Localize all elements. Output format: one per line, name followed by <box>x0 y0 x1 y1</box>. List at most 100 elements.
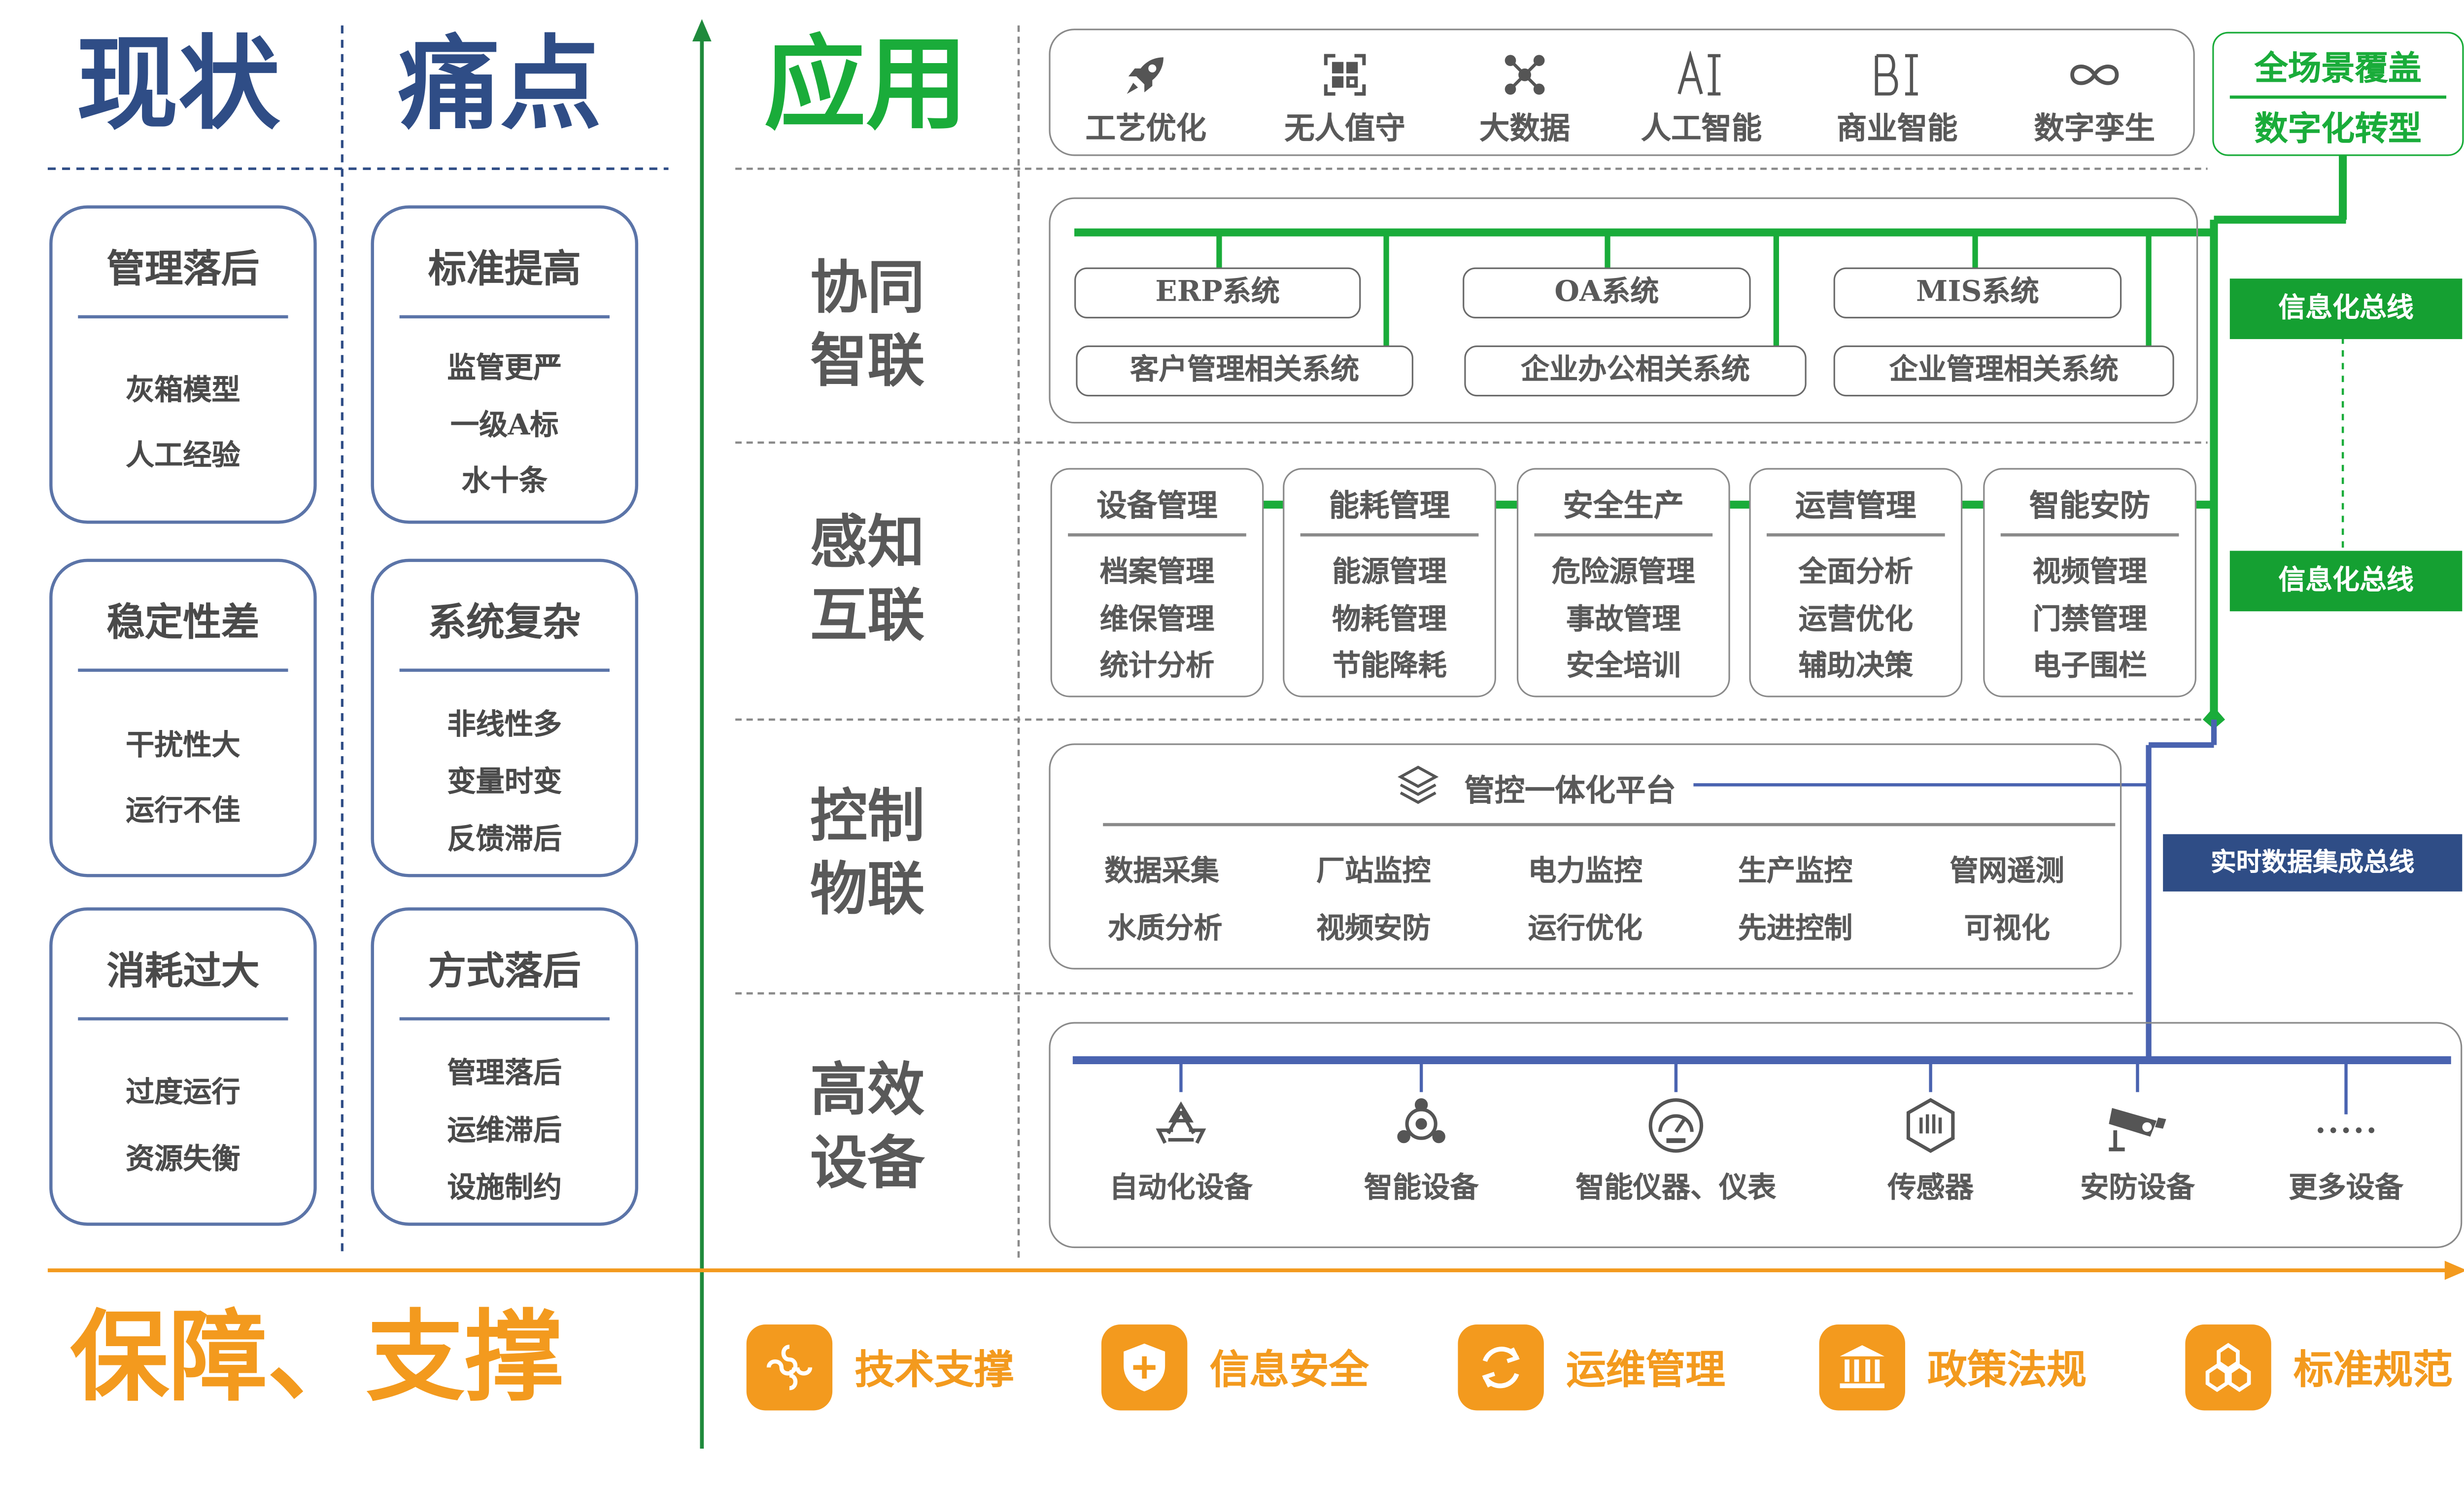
coverage-line-1: 全场景覆盖 <box>2254 47 2422 88</box>
gauge-icon <box>1565 1095 1787 1165</box>
app-item: 工艺优化 <box>1059 44 1233 148</box>
perception-item: 全面分析 <box>1798 556 1914 589</box>
perception-item: 档案管理 <box>1099 556 1215 589</box>
government-icon <box>1819 1324 1905 1411</box>
support-label: 信息安全 <box>1209 1347 1369 1393</box>
horizontal-axis-arrowhead <box>2444 1260 2464 1280</box>
tech-icon <box>746 1324 833 1411</box>
device-label: 自动化设备 <box>1109 1172 1253 1205</box>
support-item: 运维管理 <box>1458 1323 1725 1412</box>
coverage-line-2: 数字化转型 <box>2254 108 2422 148</box>
layer-label-perception: 感知 互联 <box>810 509 925 650</box>
perception-card-title: 运营管理 <box>1795 488 1916 524</box>
perception-item: 节能降耗 <box>1332 649 1447 683</box>
perception-item: 能源管理 <box>1332 556 1447 589</box>
device-item: 更多设备 <box>2266 1095 2426 1207</box>
status-card: 稳定性差 干扰性大 运行不佳 <box>49 558 317 877</box>
app-label: 大数据 <box>1479 111 1571 147</box>
card-item: 管理落后 <box>447 1057 562 1091</box>
title-pain-points: 痛点 <box>398 25 602 145</box>
perception-card-title: 能耗管理 <box>1329 488 1450 524</box>
system-box: 企业办公相关系统 <box>1464 345 1807 397</box>
card-item: 一级A标 <box>450 409 559 443</box>
card-item: 变量时变 <box>447 765 562 799</box>
app-label: 工艺优化 <box>1085 111 1207 147</box>
app-label: 人工智能 <box>1641 111 1762 147</box>
app-item: 数字孪生 <box>2007 44 2182 148</box>
perception-card: 安全生产 危险源管理 事故管理 安全培训 <box>1516 468 1730 697</box>
device-item: 智能设备 <box>1334 1095 1508 1207</box>
sensor-icon <box>1859 1095 2002 1165</box>
bus-junction <box>2202 706 2225 729</box>
support-item: 标准规范 <box>2185 1323 2453 1412</box>
device-item: 自动化设备 <box>1086 1095 1277 1207</box>
support-label: 技术支撑 <box>855 1347 1014 1393</box>
card-item: 干扰性大 <box>126 729 240 763</box>
device-item: 智能仪器、仪表 <box>1565 1095 1787 1207</box>
card-item: 设施制约 <box>447 1172 562 1205</box>
card-title: 消耗过大 <box>106 947 260 994</box>
support-label: 政策法规 <box>1927 1347 2087 1393</box>
coverage-box: 全场景覆盖 数字化转型 <box>2212 32 2464 156</box>
perception-card: 运营管理 全面分析 运营优化 辅助决策 <box>1749 468 1963 697</box>
device-label: 安防设备 <box>2080 1172 2195 1205</box>
app-item: 人工智能 <box>1614 44 1789 148</box>
shield-icon <box>1101 1324 1188 1411</box>
card-item: 人工经验 <box>126 439 240 473</box>
platform-item: 运行优化 <box>1528 912 1643 946</box>
card-title: 管理落后 <box>106 245 260 292</box>
network-icon <box>1437 44 1612 105</box>
qr-scan-icon <box>1257 44 1432 105</box>
perception-item: 门禁管理 <box>2032 603 2147 637</box>
system-box: MIS系统 <box>1833 267 2122 318</box>
platform-item: 数据采集 <box>1104 855 1219 889</box>
card-divider <box>399 1017 610 1021</box>
system-box: OA系统 <box>1463 267 1751 318</box>
platform-item: 生产监控 <box>1738 855 1853 889</box>
status-card: 消耗过大 过度运行 资源失衡 <box>49 907 317 1226</box>
support-item: 政策法规 <box>1819 1323 2087 1412</box>
card-divider <box>78 315 288 318</box>
app-item: 大数据 <box>1437 44 1612 148</box>
perception-item: 辅助决策 <box>1798 649 1914 683</box>
card-divider <box>399 668 610 672</box>
pain-card: 方式落后 管理落后 运维滞后 设施制约 <box>371 907 639 1226</box>
perception-card-divider <box>1300 533 1479 536</box>
perception-card-title: 智能安防 <box>2029 488 2151 524</box>
vertical-axis-arrowhead <box>692 19 712 41</box>
layer-label-control: 控制 物联 <box>810 783 925 924</box>
card-item: 水十条 <box>461 465 548 498</box>
card-title: 稳定性差 <box>106 598 260 645</box>
system-box: ERP系统 <box>1074 267 1361 318</box>
more-icon <box>2266 1095 2426 1165</box>
app-label: 数字孪生 <box>2034 111 2156 147</box>
card-item: 非线性多 <box>447 708 562 742</box>
info-bus-badge: 信息化总线 <box>2229 278 2463 339</box>
perception-item: 维保管理 <box>1099 603 1215 637</box>
card-divider <box>78 668 288 672</box>
card-item: 运行不佳 <box>126 794 240 828</box>
platform-item: 视频安防 <box>1316 912 1431 946</box>
app-item: 无人值守 <box>1257 44 1432 148</box>
perception-item: 电子围栏 <box>2032 649 2147 683</box>
platform-item: 可视化 <box>1964 912 2050 946</box>
perception-item: 统计分析 <box>1099 649 1215 683</box>
perception-card-divider <box>1766 533 1945 536</box>
device-label: 智能仪器、仪表 <box>1575 1172 1777 1205</box>
device-label: 传感器 <box>1887 1172 1974 1205</box>
platform-item: 管网遥测 <box>1950 855 2064 889</box>
ai-icon <box>1614 44 1789 105</box>
control-panel <box>1049 743 2122 970</box>
platform-item: 电力监控 <box>1528 855 1643 889</box>
app-label: 商业智能 <box>1837 111 1958 147</box>
perception-item: 物耗管理 <box>1332 603 1447 637</box>
perception-item: 运营优化 <box>1798 603 1914 637</box>
card-item: 过度运行 <box>126 1076 240 1110</box>
support-item: 技术支撑 <box>746 1323 1014 1412</box>
pain-card: 标准提高 监管更严 一级A标 水十条 <box>371 205 639 524</box>
support-label: 标准规范 <box>2293 1347 2453 1393</box>
system-box: 客户管理相关系统 <box>1076 345 1413 397</box>
infinity-icon <box>2007 44 2182 105</box>
layers-icon <box>1394 761 1442 809</box>
